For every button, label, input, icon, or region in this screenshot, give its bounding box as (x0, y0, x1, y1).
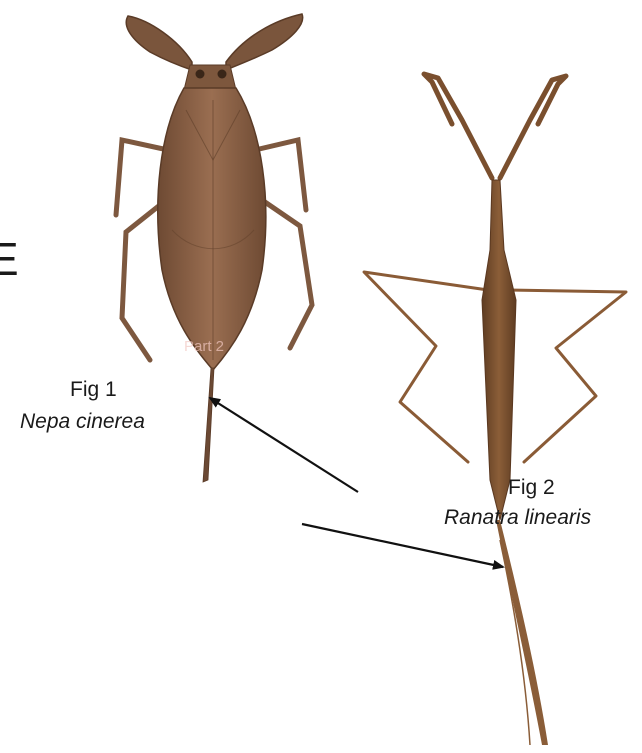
ranatra-linearis-specimen (364, 74, 626, 745)
fig2-species-name: Ranatra linearis (444, 506, 591, 530)
nepa-cinerea-specimen (116, 14, 312, 482)
fig2-caption: Fig 2 (508, 476, 555, 500)
fig1-caption: Fig 1 (70, 378, 117, 402)
fig1-species-name: Nepa cinerea (20, 410, 145, 434)
watermark-text: Part 2 (184, 338, 224, 355)
edge-text-fragment: E (0, 232, 19, 286)
arrow-to-ranatra-siphon (302, 524, 503, 567)
arrow-to-nepa-siphon (210, 398, 358, 492)
